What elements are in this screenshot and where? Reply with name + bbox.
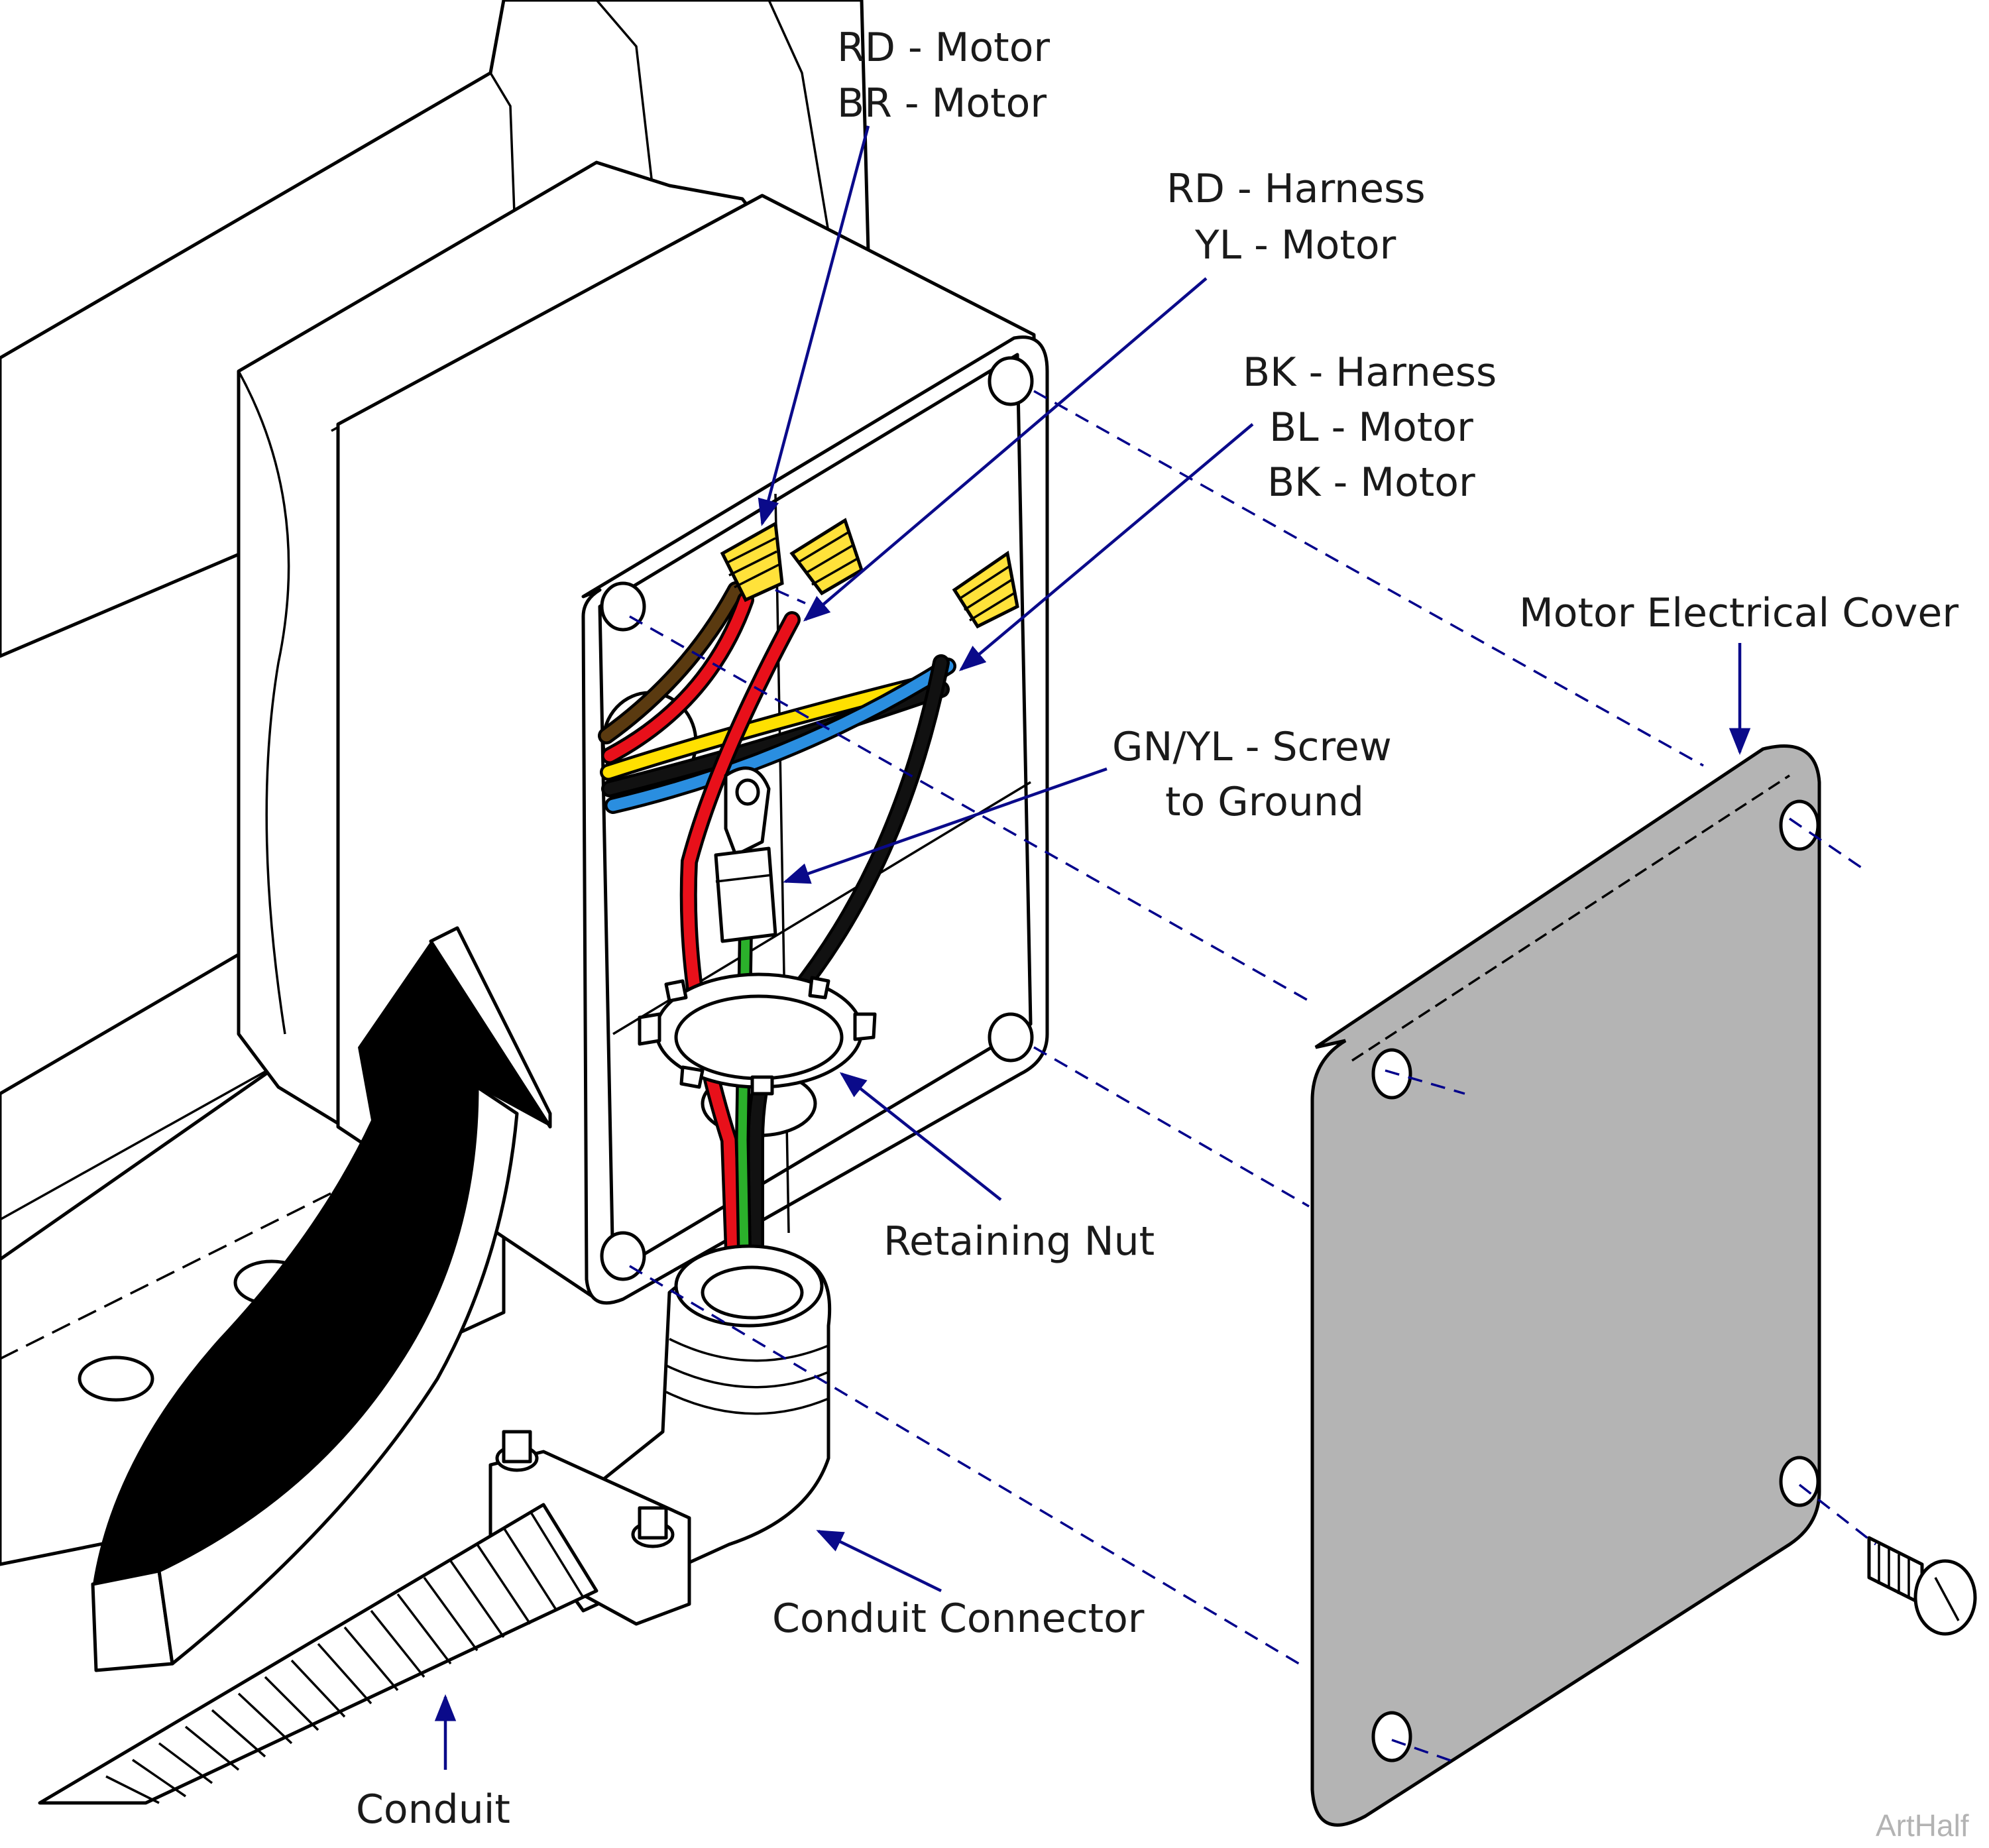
alignment-lines xyxy=(629,390,1877,1764)
leader-bk-harness-motor xyxy=(958,423,1254,671)
leader-retaining-nut xyxy=(839,1072,1002,1201)
label-yl-motor: YL - Motor xyxy=(1194,222,1396,268)
box-screw-hole xyxy=(988,1012,1034,1063)
conduit xyxy=(38,1503,598,1805)
box-screw-hole xyxy=(600,581,646,632)
conduit-connector xyxy=(488,1244,832,1626)
label-br-motor: BR - Motor xyxy=(837,80,1047,127)
labels: RD - Motor BR - Motor RD - Harness YL - … xyxy=(356,25,1969,1843)
label-bk-motor: BK - Motor xyxy=(1267,459,1475,506)
wire-nut xyxy=(720,520,784,603)
label-gnyl-screw: GN/YL - Screw xyxy=(1112,724,1392,770)
watermark: ArtHalf xyxy=(1876,1808,1969,1843)
leader-rd-br-motor xyxy=(758,125,870,526)
leader-conduit-connector xyxy=(816,1529,942,1593)
leader-gnyl-screw xyxy=(783,767,1108,884)
label-bl-motor: BL - Motor xyxy=(1269,404,1473,451)
mount-hole xyxy=(78,1356,154,1402)
label-rd-harness: RD - Harness xyxy=(1166,166,1426,212)
leader-lines xyxy=(434,125,1751,1770)
label-motor-cover: Motor Electrical Cover xyxy=(1519,590,1959,636)
label-rd-motor: RD - Motor xyxy=(837,25,1050,71)
box-screw-hole xyxy=(988,356,1034,406)
ground-ring-terminal xyxy=(714,766,777,943)
label-conduit: Conduit xyxy=(356,1786,510,1833)
cover-screw xyxy=(1867,1536,1977,1636)
retaining-nut xyxy=(638,972,877,1096)
label-bk-harness: BK - Harness xyxy=(1243,349,1497,396)
box-screw-hole xyxy=(600,1231,646,1281)
motor-electrical-cover xyxy=(1310,744,1821,1827)
label-retaining-nut: Retaining Nut xyxy=(883,1218,1155,1265)
routing-arrow xyxy=(91,926,552,1672)
label-conduit-connector: Conduit Connector xyxy=(772,1595,1145,1642)
label-to-ground: to Ground xyxy=(1165,779,1364,825)
leader-rd-harness-yl-motor xyxy=(803,277,1208,622)
wire-nut xyxy=(952,550,1019,629)
